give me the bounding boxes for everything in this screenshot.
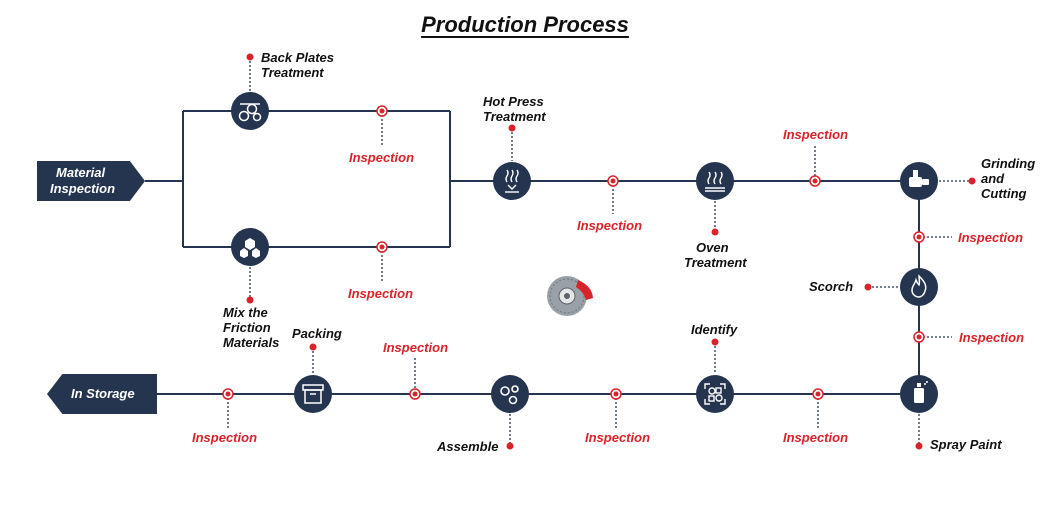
spray-paint-label: Spray Paint bbox=[930, 437, 1002, 452]
box-icon bbox=[302, 384, 324, 404]
inspection-label-after-hot-press: Inspection bbox=[577, 218, 643, 233]
oven-line-2: Treatment bbox=[684, 255, 747, 270]
node-spray-paint bbox=[900, 375, 938, 413]
node-hot-press bbox=[493, 162, 531, 200]
inspection-label-after-identify: Inspection bbox=[585, 430, 651, 445]
packing-label: Packing bbox=[292, 326, 342, 341]
inspection-points bbox=[222, 105, 925, 400]
inspection-label-after-assemble: Inspection bbox=[383, 340, 449, 355]
oven-label: Oven Treatment bbox=[684, 240, 747, 270]
gears-icon bbox=[500, 385, 519, 405]
node-assemble bbox=[491, 375, 529, 413]
assemble-label: Assemble bbox=[437, 439, 499, 454]
scorch-label: Scorch bbox=[809, 279, 854, 294]
back-plates-line-2: Treatment bbox=[261, 65, 324, 80]
spray-can-icon bbox=[914, 381, 928, 403]
inspection-label-after-oven: Inspection bbox=[783, 127, 849, 142]
inspection-label-lower-branch: Inspection bbox=[348, 286, 414, 301]
grinding-line-2: and bbox=[981, 171, 1005, 186]
back-plates-line-1: Back Plates bbox=[261, 50, 334, 65]
hot-press-line-1: Hot Press bbox=[483, 94, 544, 109]
grinding-label: Grinding and Cutting bbox=[981, 156, 1035, 201]
flame-icon bbox=[911, 274, 927, 298]
grinder-icon bbox=[909, 170, 929, 187]
hot-press-label: Hot Press Treatment bbox=[483, 94, 546, 124]
hexagons-icon bbox=[240, 238, 260, 258]
oven-line-1: Oven bbox=[696, 240, 729, 255]
hot-press-line-2: Treatment bbox=[483, 109, 546, 124]
label-dots bbox=[246, 53, 976, 450]
mix-friction-label: Mix the Friction Materials bbox=[223, 305, 279, 350]
node-packing bbox=[294, 375, 332, 413]
heat-waves-icon bbox=[705, 171, 725, 192]
node-identify bbox=[696, 375, 734, 413]
inspection-label-after-grinding: Inspection bbox=[958, 230, 1024, 245]
heat-press-icon bbox=[505, 169, 519, 193]
inspection-label-upper-branch: Inspection bbox=[349, 150, 415, 165]
back-plates-label: Back Plates Treatment bbox=[261, 50, 334, 80]
in-storage-label: In Storage bbox=[71, 386, 135, 401]
material-inspection-tag: Material Inspection bbox=[37, 161, 145, 201]
material-inspection-line-2: Inspection bbox=[50, 181, 116, 196]
grinding-line-1: Grinding bbox=[981, 156, 1036, 171]
brake-disc-icon bbox=[547, 276, 593, 316]
inspection-label-after-scorch: Inspection bbox=[959, 330, 1025, 345]
rollers-icon bbox=[238, 103, 262, 122]
scan-icon bbox=[704, 383, 726, 405]
node-mix-friction bbox=[231, 228, 269, 266]
node-oven bbox=[696, 162, 734, 200]
page-title: Production Process bbox=[421, 12, 629, 37]
mix-friction-line-3: Materials bbox=[223, 335, 280, 350]
material-inspection-line-1: Material bbox=[56, 165, 106, 180]
mix-friction-line-1: Mix the bbox=[223, 305, 268, 320]
identify-label: Identify bbox=[691, 322, 738, 337]
inspection-label-after-packing: Inspection bbox=[192, 430, 258, 445]
node-back-plates bbox=[231, 92, 269, 130]
inspection-label-after-spray: Inspection bbox=[783, 430, 849, 445]
node-scorch bbox=[900, 268, 938, 306]
in-storage-tag: In Storage bbox=[47, 374, 157, 414]
mix-friction-line-2: Friction bbox=[223, 320, 271, 335]
node-grinding bbox=[900, 162, 938, 200]
grinding-line-3: Cutting bbox=[981, 186, 1027, 201]
